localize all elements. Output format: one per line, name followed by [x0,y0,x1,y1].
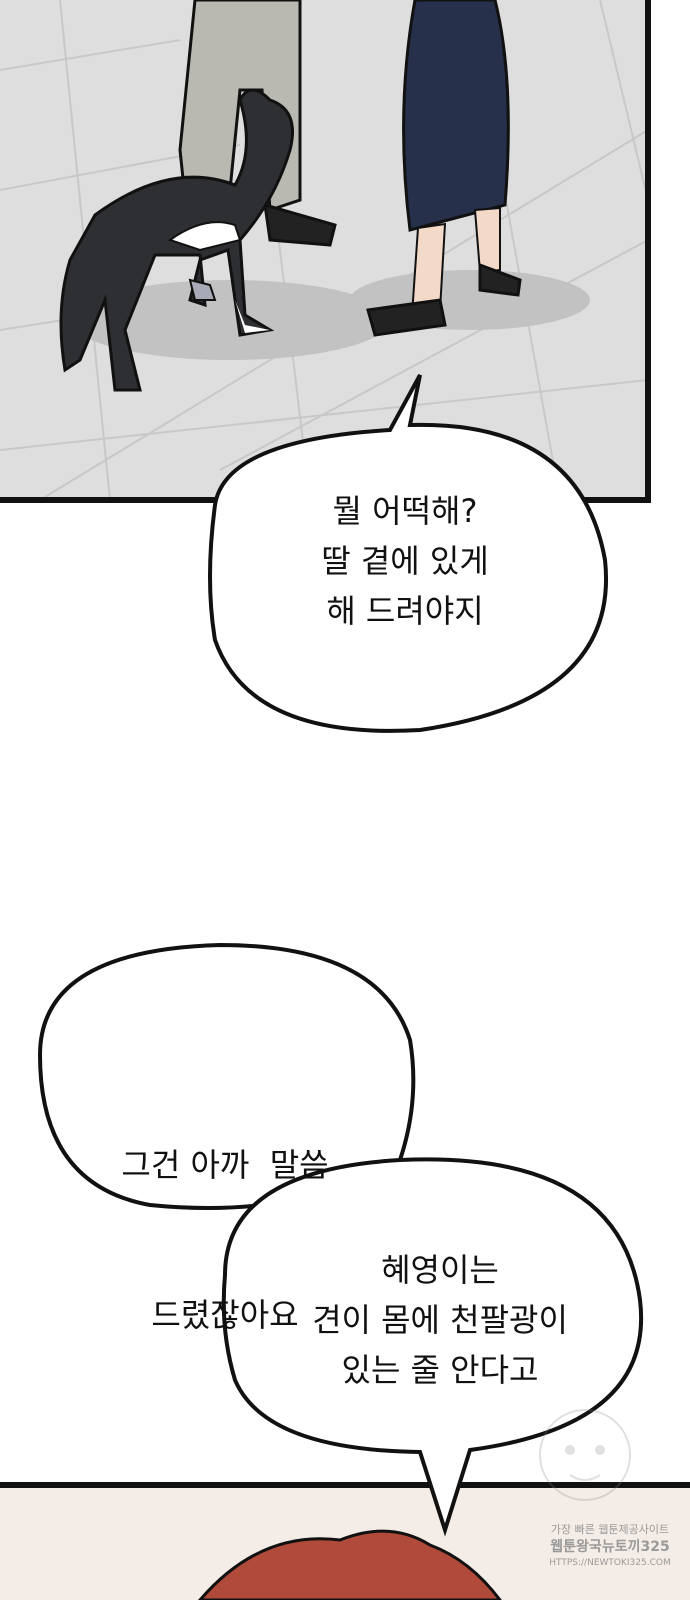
bubble-3-line-1: 혜영이는 [381,1251,499,1289]
bubble-2-text: 그건 아까 말씀 드렸잖아요 [80,1040,370,1390]
bottom-panel [0,1482,690,1600]
bubble-3-text: 혜영이는 견이 몸에 천팔광이 있는 줄 안다고 [255,1245,625,1395]
person-legs-right [366,0,522,337]
bubble-1-line-3: 해 드려야지 [326,592,484,630]
watermark: 가장 빠른 웹툰제공사이트 웹툰왕국뉴토끼325 HTTPS://NEWTOKI… [535,1522,685,1570]
speech-bubble-2 [37,942,416,1210]
speech-bubble-1 [208,374,609,733]
bubble-1-text: 뭘 어떡해? 딸 곁에 있게 해 드려야지 [255,486,555,636]
top-panel [0,0,651,503]
watermark-line-2: 웹툰왕국뉴토끼325 [550,1539,670,1555]
dog-figure [59,88,294,392]
watermark-line-3: HTTPS://NEWTOKI325.COM [549,1558,671,1568]
bubble-3-line-3: 있는 줄 안다고 [341,1351,539,1389]
bubble-1-line-1: 뭘 어떡해? [332,492,478,530]
bubble-2-line-2: 드렸잖아요 [151,1296,299,1334]
bubble-3-line-2: 견이 몸에 천팔광이 [312,1301,568,1339]
watermark-line-1: 가장 빠른 웹툰제공사이트 [550,1523,670,1536]
bubble-2-line-1: 그건 아까 말씀 [121,1146,329,1184]
bubble-1-line-2: 딸 곁에 있게 [321,542,489,580]
watermark-mascot-icon [539,1409,631,1501]
speech-bubble-3 [221,1157,644,1537]
